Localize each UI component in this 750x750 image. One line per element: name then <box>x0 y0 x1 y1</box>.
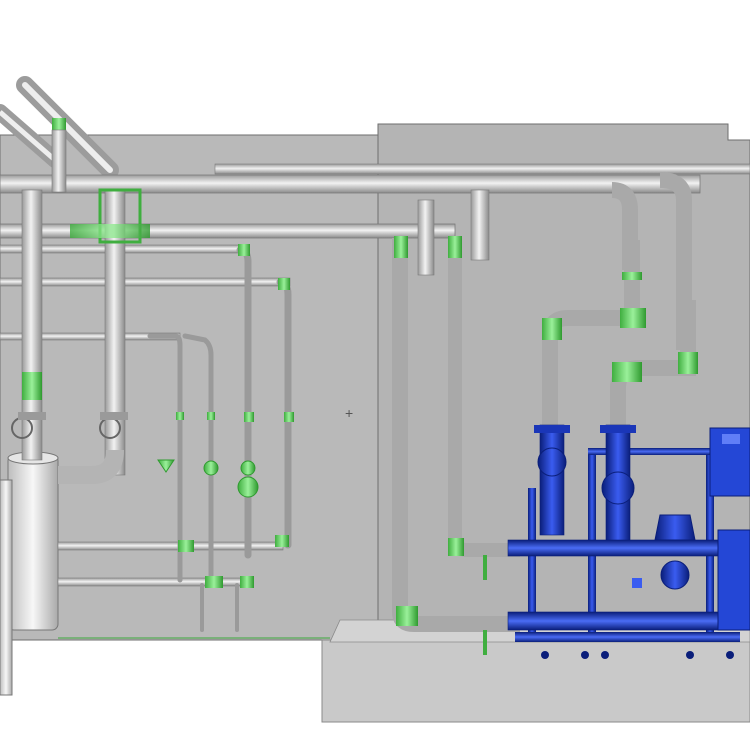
elbow-g3 <box>240 576 254 588</box>
fitting-g2 <box>284 412 294 422</box>
skid-foot-5 <box>726 651 734 659</box>
riser-2-elbow <box>58 449 124 484</box>
room: + <box>0 123 750 723</box>
loop-d <box>182 333 214 585</box>
skid-foot-2 <box>581 651 589 659</box>
green-elbow-r6 <box>678 352 698 374</box>
skid-foot-3 <box>601 651 609 659</box>
loop-c <box>147 333 183 583</box>
header-junction-green <box>98 188 142 244</box>
valve-body-1 <box>18 412 46 420</box>
fitting-g1 <box>244 412 254 422</box>
storage-tank <box>0 451 59 696</box>
header-top-1 <box>0 174 701 194</box>
green-elbow-r2 <box>448 236 462 258</box>
header-junction-green-2 <box>70 224 150 238</box>
valve-body-2 <box>100 412 128 420</box>
elbow-g2 <box>205 576 223 588</box>
green-elbow-r1 <box>394 236 408 258</box>
skid-foot-4 <box>686 651 694 659</box>
fitting-g4 <box>207 412 215 420</box>
elbow-g6 <box>278 278 290 290</box>
drop-pipe-a <box>470 189 490 261</box>
control-valve-actuator <box>660 560 690 590</box>
pump-motor-2 <box>601 471 635 505</box>
process-pipes-right <box>392 236 698 655</box>
cursor-crosshair: + <box>345 405 353 421</box>
control-cabinet-lower <box>717 529 750 631</box>
pump-column-1 <box>539 424 565 536</box>
vent-pipes <box>0 76 119 179</box>
header-elbow-right-1 <box>611 182 638 270</box>
vent-fitting-green <box>52 118 66 132</box>
skid-base <box>515 632 740 642</box>
pressure-gauge <box>632 578 642 588</box>
drop-pipe-b <box>417 199 435 276</box>
pump-skid <box>507 424 750 659</box>
green-elbow-r4 <box>620 308 646 328</box>
header-elbow-right-2 <box>659 172 692 350</box>
pump-flange-1 <box>534 425 570 433</box>
loop-fittings <box>157 244 294 588</box>
green-fitting-r9 <box>396 606 418 626</box>
skid-foot-1 <box>541 651 549 659</box>
tank-body <box>7 454 59 631</box>
header-mid <box>0 223 456 239</box>
pump-motor-1 <box>537 447 567 477</box>
riser-1-green <box>22 372 42 400</box>
skid-header-lower <box>507 611 719 631</box>
strainer-ball-3 <box>203 460 219 476</box>
fitting-g3 <box>176 412 184 420</box>
strainer-ball-1 <box>237 476 259 498</box>
check-valve-1 <box>157 459 175 473</box>
elbow-g5 <box>238 244 250 256</box>
green-elbow-r5 <box>612 362 642 382</box>
vent-pipe-2-hl <box>0 110 57 162</box>
elbow-g1 <box>178 540 194 552</box>
strainer-ball-2 <box>240 460 256 476</box>
floor-slab <box>321 639 750 723</box>
skid-frame-top <box>588 448 714 455</box>
header-top-2 <box>214 163 750 175</box>
green-fitting-r7 <box>622 272 642 280</box>
green-elbow-r3 <box>542 318 562 340</box>
elbow-g4 <box>275 535 289 547</box>
cabinet-display <box>722 434 740 444</box>
vent-pipe-1-hl <box>22 82 113 173</box>
vertical-risers <box>11 129 150 484</box>
riser-3 <box>51 129 67 193</box>
skid-frame-left <box>528 488 536 638</box>
header-bottom-2 <box>57 577 254 587</box>
skid-header-upper <box>507 539 719 557</box>
tank-side-column <box>0 479 13 696</box>
control-valve-body <box>654 514 696 541</box>
pump-flange-2 <box>600 425 636 433</box>
green-fitting-r8 <box>448 538 464 556</box>
